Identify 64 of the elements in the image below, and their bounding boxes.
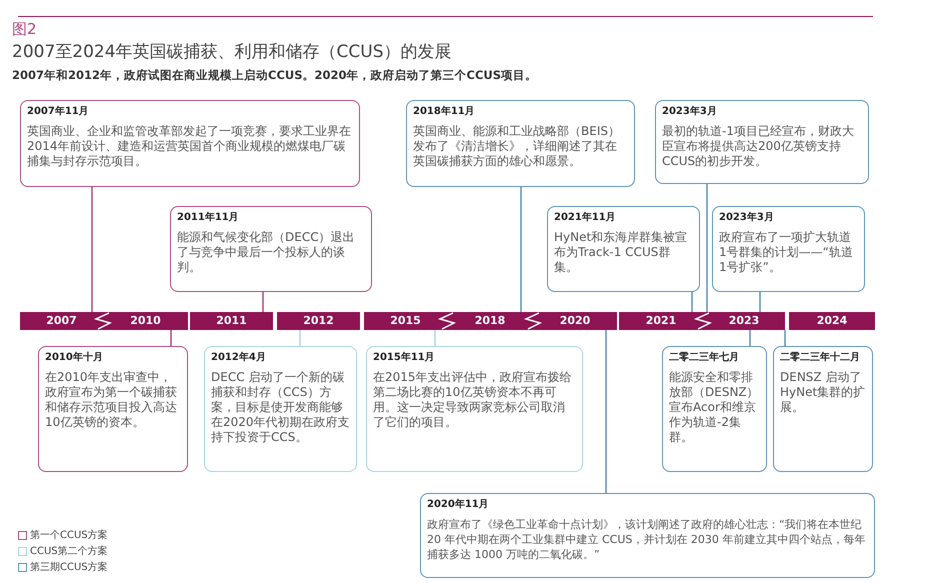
year-marker: 2020 <box>533 312 617 330</box>
event-date: 2010年十月 <box>45 350 104 364</box>
connector-line <box>262 292 264 312</box>
event-card <box>662 346 767 472</box>
event-card <box>406 100 635 187</box>
connector-line <box>299 330 301 346</box>
year-marker: 2012 <box>277 312 360 330</box>
connector-line <box>759 292 761 312</box>
event-date: 2015年11月 <box>373 350 436 364</box>
event-card <box>773 346 873 472</box>
event-date: 2007年11月 <box>27 104 90 118</box>
year-marker: 2023 <box>703 312 785 330</box>
event-date: 2021年11月 <box>554 210 617 224</box>
legend-label: 第一个CCUS方案 <box>30 528 108 542</box>
event-date: 2020年11月 <box>427 498 490 511</box>
event-card <box>20 100 360 187</box>
event-date: 2023年3月 <box>662 104 718 118</box>
event-card <box>420 493 875 578</box>
connector-line <box>434 330 436 346</box>
connector-line <box>91 187 93 312</box>
event-date: 2011年11月 <box>177 210 240 224</box>
connector-line <box>749 330 751 346</box>
event-date: 2012年4月 <box>211 350 267 364</box>
connector-line <box>520 187 522 312</box>
event-description: 最初的轨道-1项目已经宣布，财政大臣宣布将提供高达200亿英镑支持CCUS的初步开发。 <box>662 124 855 169</box>
event-description: 能源安全和零排放部（DESNZ）宣布Acor和维京作为轨道-2集群。 <box>669 370 760 445</box>
event-date: 二零二三年十二月 <box>780 350 861 364</box>
figure-number: 图2 <box>12 20 37 39</box>
event-description: 英国商业、企业和监管改革部发起了一项竞赛，要求工业界在2014年前设计、建造和运营英国首个商业规模的燃煤电厂碳捕集与封存示范项目。 <box>27 124 352 169</box>
event-description: 能源和气候变化部（DECC）退出了与竞争中最后一个投标人的谈判。 <box>177 230 356 275</box>
year-marker: 2021 <box>619 312 703 330</box>
legend-label: CCUS第二个方案 <box>30 544 108 558</box>
title: 2007至2024年英国碳捕获、利用和储存（CCUS）的发展 <box>12 41 452 63</box>
year-marker: 2024 <box>789 312 875 330</box>
year-marker: 2010 <box>103 312 188 330</box>
connector-line <box>170 330 172 346</box>
event-date: 2023年3月 <box>719 210 775 224</box>
connector-line <box>706 184 708 312</box>
event-description: DENSZ 启动了HyNet集群的扩展。 <box>780 370 866 415</box>
connector-line <box>691 292 693 312</box>
event-description: 英国商业、能源和工业战略部（BEIS）发布了《清洁增长》，详细阐述了其在英国碳捕获方面的雄心和愿景。 <box>413 124 621 169</box>
event-card <box>170 206 372 292</box>
connector-line <box>784 330 786 346</box>
event-card <box>655 100 869 184</box>
event-description: 在2015年支出评估中，政府宣布拨给第二场比赛的10亿英镑资本不再可用。这一决定导致两家竞标公司取消了它们的项目。 <box>373 370 573 430</box>
year-marker: 2007 <box>20 312 103 330</box>
year-marker: 2015 <box>364 312 447 330</box>
event-date: 二零二三年七月 <box>669 350 740 364</box>
legend-label: 第三期CCUS方案 <box>30 560 108 574</box>
event-description: 政府宣布了一项扩大轨道1号群集的计划——“轨道1号扩张”。 <box>719 230 854 275</box>
event-card <box>547 206 700 292</box>
event-description: 在2010年支出审查中，政府宣布为第一个碳捕获和储存示范项目投入高达10亿英镑的资本。 <box>45 370 178 430</box>
event-date: 2018年11月 <box>413 104 476 118</box>
event-description: HyNet和东海岸群集被宣布为Track-1 CCUS群集。 <box>554 230 688 275</box>
subtitle: 2007年和2012年，政府试图在商业规模上启动CCUS。2020年，政府启动了第三个CCUS项目。 <box>12 68 538 83</box>
connector-line <box>605 330 607 493</box>
event-card <box>366 346 583 472</box>
event-card <box>204 346 357 472</box>
event-card <box>712 206 865 292</box>
year-marker: 2018 <box>447 312 533 330</box>
event-card <box>38 346 188 472</box>
event-description: 政府宣布了《绿色工业革命十点计划》，该计划阐述了政府的雄心壮志：“我们将在本世纪 20 年代中期在两个工业集群中建立 CCUS，并计划在 2030 年前建立其中四个站点，每年捕获多达 1000 万吨的二氧化碳。” <box>427 517 866 562</box>
event-description: DECC 启动了一个新的碳捕获和封存（CCS）方案，目标是使开发商能够在2020年代初期在政府支持下投资于CCS。 <box>211 370 350 445</box>
year-marker: 2011 <box>190 312 273 330</box>
